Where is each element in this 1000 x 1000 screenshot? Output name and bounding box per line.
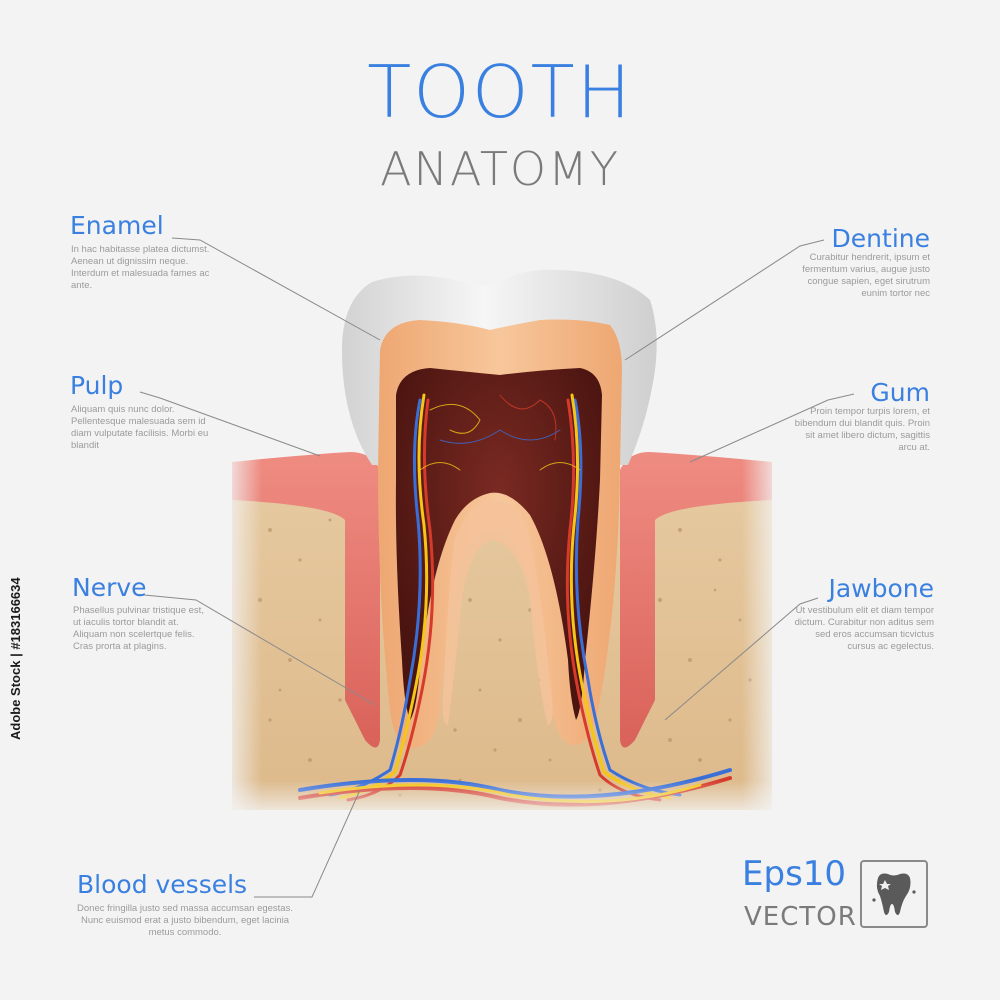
enamel-leader bbox=[171, 237, 381, 341]
dentine-description: Curabitur hendrerit, ipsum et fermentum … bbox=[802, 252, 930, 299]
gum-shape bbox=[232, 452, 772, 748]
pulp-shape bbox=[395, 368, 602, 720]
title-tooth: TOOTH bbox=[367, 50, 633, 134]
nerve-leader bbox=[133, 593, 376, 706]
dentine-leader bbox=[624, 239, 825, 361]
tooth-icon bbox=[872, 873, 916, 915]
gum-description: Proin tempor turpis lorem, et bibendum d… bbox=[794, 406, 930, 453]
blood-vessels-description: Donec fringilla justo sed massa accumsan… bbox=[77, 903, 293, 938]
blood-vessels-leader bbox=[254, 789, 361, 898]
jawbone-label: Jawbone bbox=[828, 574, 934, 603]
gum-leader bbox=[689, 393, 855, 463]
nerve-label: Nerve bbox=[72, 573, 147, 602]
tooth-icon-badge bbox=[860, 860, 928, 928]
blood-vessels-label: Blood vessels bbox=[77, 870, 248, 899]
gum-label: Gum bbox=[870, 378, 930, 407]
stock-id-watermark: Adobe Stock | #183166634 bbox=[8, 577, 23, 740]
eps10-label: Eps10 bbox=[742, 854, 847, 894]
nerve-description: Phasellus pulvinar tristique est, ut iac… bbox=[73, 605, 204, 652]
pulp-description: Aliquam quis nunc dolor. Pellentesque ma… bbox=[71, 404, 209, 451]
dentine-label: Dentine bbox=[831, 224, 930, 253]
pulp-leader bbox=[139, 391, 321, 457]
pulp-label: Pulp bbox=[70, 371, 124, 400]
vector-label: VECTOR bbox=[744, 902, 857, 932]
jawbone-leader bbox=[664, 597, 819, 721]
enamel-description: In hac habitasse platea dictumst. Aenean… bbox=[71, 244, 210, 291]
leader-lines bbox=[133, 237, 855, 898]
title-anatomy: ANATOMY bbox=[380, 142, 620, 196]
jawbone-description: Ut vestibulum elit et diam tempor dictum… bbox=[794, 605, 934, 652]
enamel-label: Enamel bbox=[70, 211, 164, 240]
